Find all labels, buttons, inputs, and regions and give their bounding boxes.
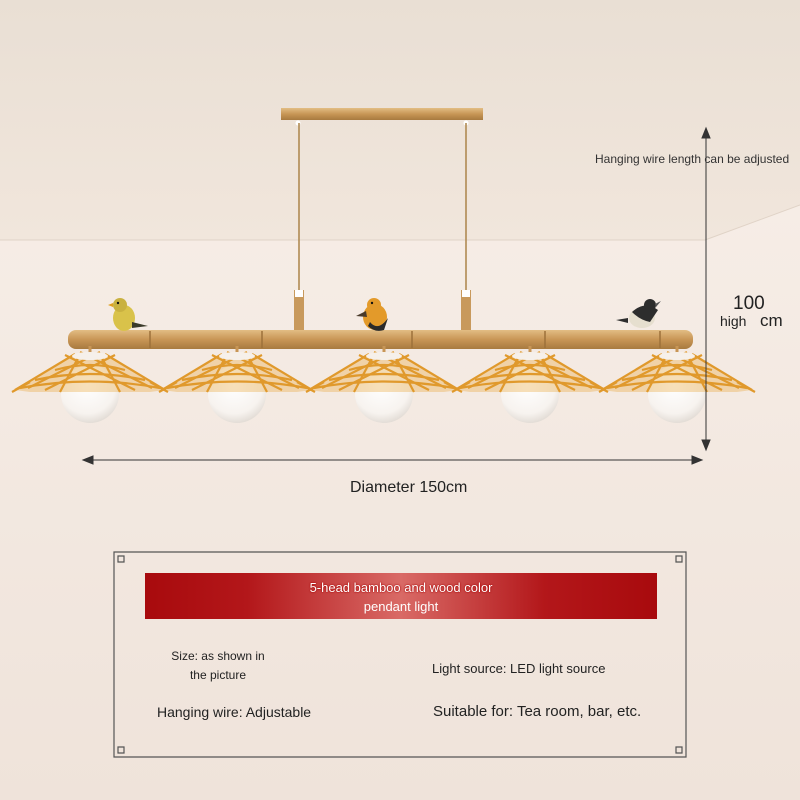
lamp-5 [598,346,756,423]
lamp-4 [451,346,609,423]
lamp-1 [11,346,169,423]
lamp-3 [305,346,463,423]
diameter-arrow [81,455,704,465]
wire-length-note: Hanging wire length can be adjusted [595,152,790,166]
light-source-spec: Light source: LED light source [432,661,606,676]
suitable-for-spec: Suitable for: Tea room, bar, etc. [433,703,642,720]
bird-orange [356,298,388,331]
hanging-wire-spec: Hanging wire: Adjustable [157,704,312,720]
back-wall [0,205,800,800]
bird-yellow [108,298,148,331]
height-word: high [720,313,747,329]
height-value: 100 [733,293,765,314]
height-unit: cm [760,311,783,330]
size-spec: Size: as shown in the picture [171,649,265,682]
diameter-label: Diameter 150cm [350,479,468,496]
product-title-line2: pendant light [363,599,439,614]
bird-black [616,299,661,328]
product-title-banner: 5-head bamboo and wood color pendant lig… [145,573,657,619]
bamboo-pole [68,330,693,349]
ceiling-canopy [281,108,483,120]
height-arrow [701,126,711,452]
info-frame [113,551,687,758]
product-title-line1: 5-head bamboo and wood color [309,580,493,595]
lamp-2 [158,346,316,423]
